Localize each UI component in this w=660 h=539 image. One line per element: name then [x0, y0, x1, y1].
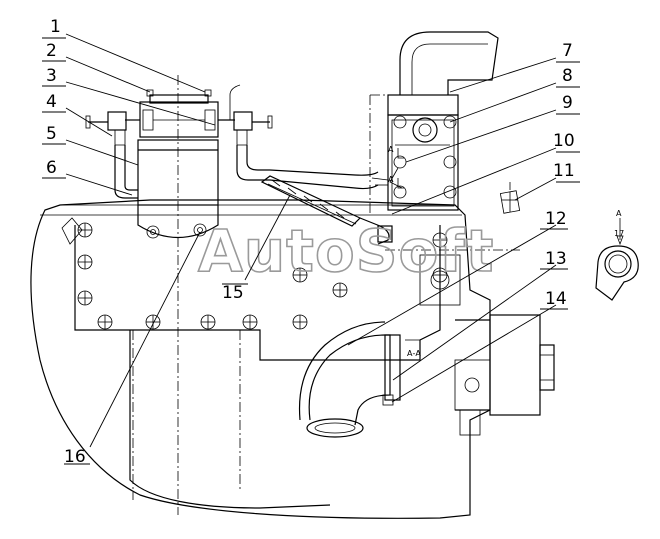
section-a-upper: A — [388, 145, 394, 154]
block-bolts — [61, 217, 448, 330]
callout-1: 1 — [50, 17, 61, 37]
callout-15: 15 — [222, 283, 244, 303]
coolant-pipes — [114, 145, 379, 199]
section-a-lower: A — [388, 175, 394, 184]
callout-12: 12 — [545, 209, 567, 229]
water-pump — [419, 254, 555, 436]
view-arrow-letter: A — [616, 209, 622, 218]
callout-4: 4 — [46, 92, 57, 112]
view-arrow-number: 17 — [614, 229, 624, 238]
callout-16: 16 — [64, 447, 86, 467]
callout-10: 10 — [553, 131, 575, 151]
callout-7: 7 — [562, 41, 573, 61]
leader-lines — [42, 33, 580, 465]
callout-3: 3 — [46, 66, 57, 86]
callout-9: 9 — [562, 93, 573, 113]
center-lines — [132, 75, 520, 515]
callout-6: 6 — [46, 158, 57, 178]
outlet-elbow — [298, 321, 401, 438]
section-letters: A A А-А A 17 — [388, 145, 624, 358]
callout-13: 13 — [545, 249, 567, 269]
callout-numbers: 1 2 3 4 5 6 7 8 9 10 11 12 13 14 15 16 — [46, 17, 575, 467]
callout-5: 5 — [46, 124, 57, 144]
view-17-detail — [595, 218, 639, 301]
callout-8: 8 — [562, 66, 573, 86]
engine-block-outline — [30, 199, 491, 519]
filter-housing — [85, 84, 273, 239]
callout-14: 14 — [545, 289, 567, 309]
callout-2: 2 — [46, 41, 57, 61]
callout-11: 11 — [553, 161, 575, 181]
section-arrows — [389, 148, 421, 350]
watermark: AutoSoft — [198, 217, 494, 285]
thermostat-housing — [371, 31, 499, 211]
section-a-a-label: А-А — [407, 349, 421, 358]
flexible-hose — [260, 175, 393, 245]
section-view-a-a — [499, 182, 521, 214]
